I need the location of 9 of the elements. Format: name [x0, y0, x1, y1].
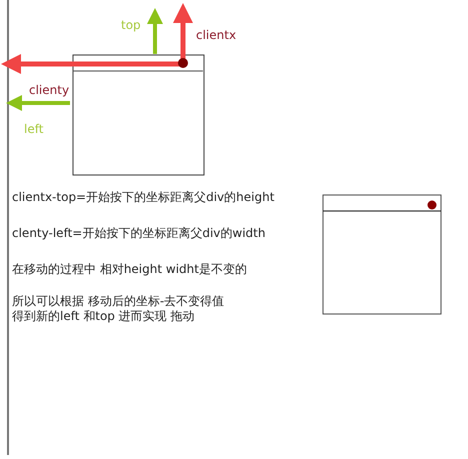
note-text: 得到新的left 和top 进而实现 拖动 — [12, 309, 195, 324]
note-text: 所以可以根据 移动后的坐标-去不变得值 — [12, 294, 224, 309]
formula-text: clientx-top=开始按下的坐标距离父div的height — [12, 190, 274, 205]
axis-label: clienty — [29, 83, 70, 98]
formula-text: clenty-left=开始按下的坐标距离父div的width — [12, 226, 266, 241]
axis-label: top — [121, 18, 141, 33]
note-text: 在移动的过程中 相对height widht是不变的 — [12, 262, 247, 277]
axis-label: left — [24, 122, 44, 137]
axis-label: clientx — [196, 28, 236, 43]
